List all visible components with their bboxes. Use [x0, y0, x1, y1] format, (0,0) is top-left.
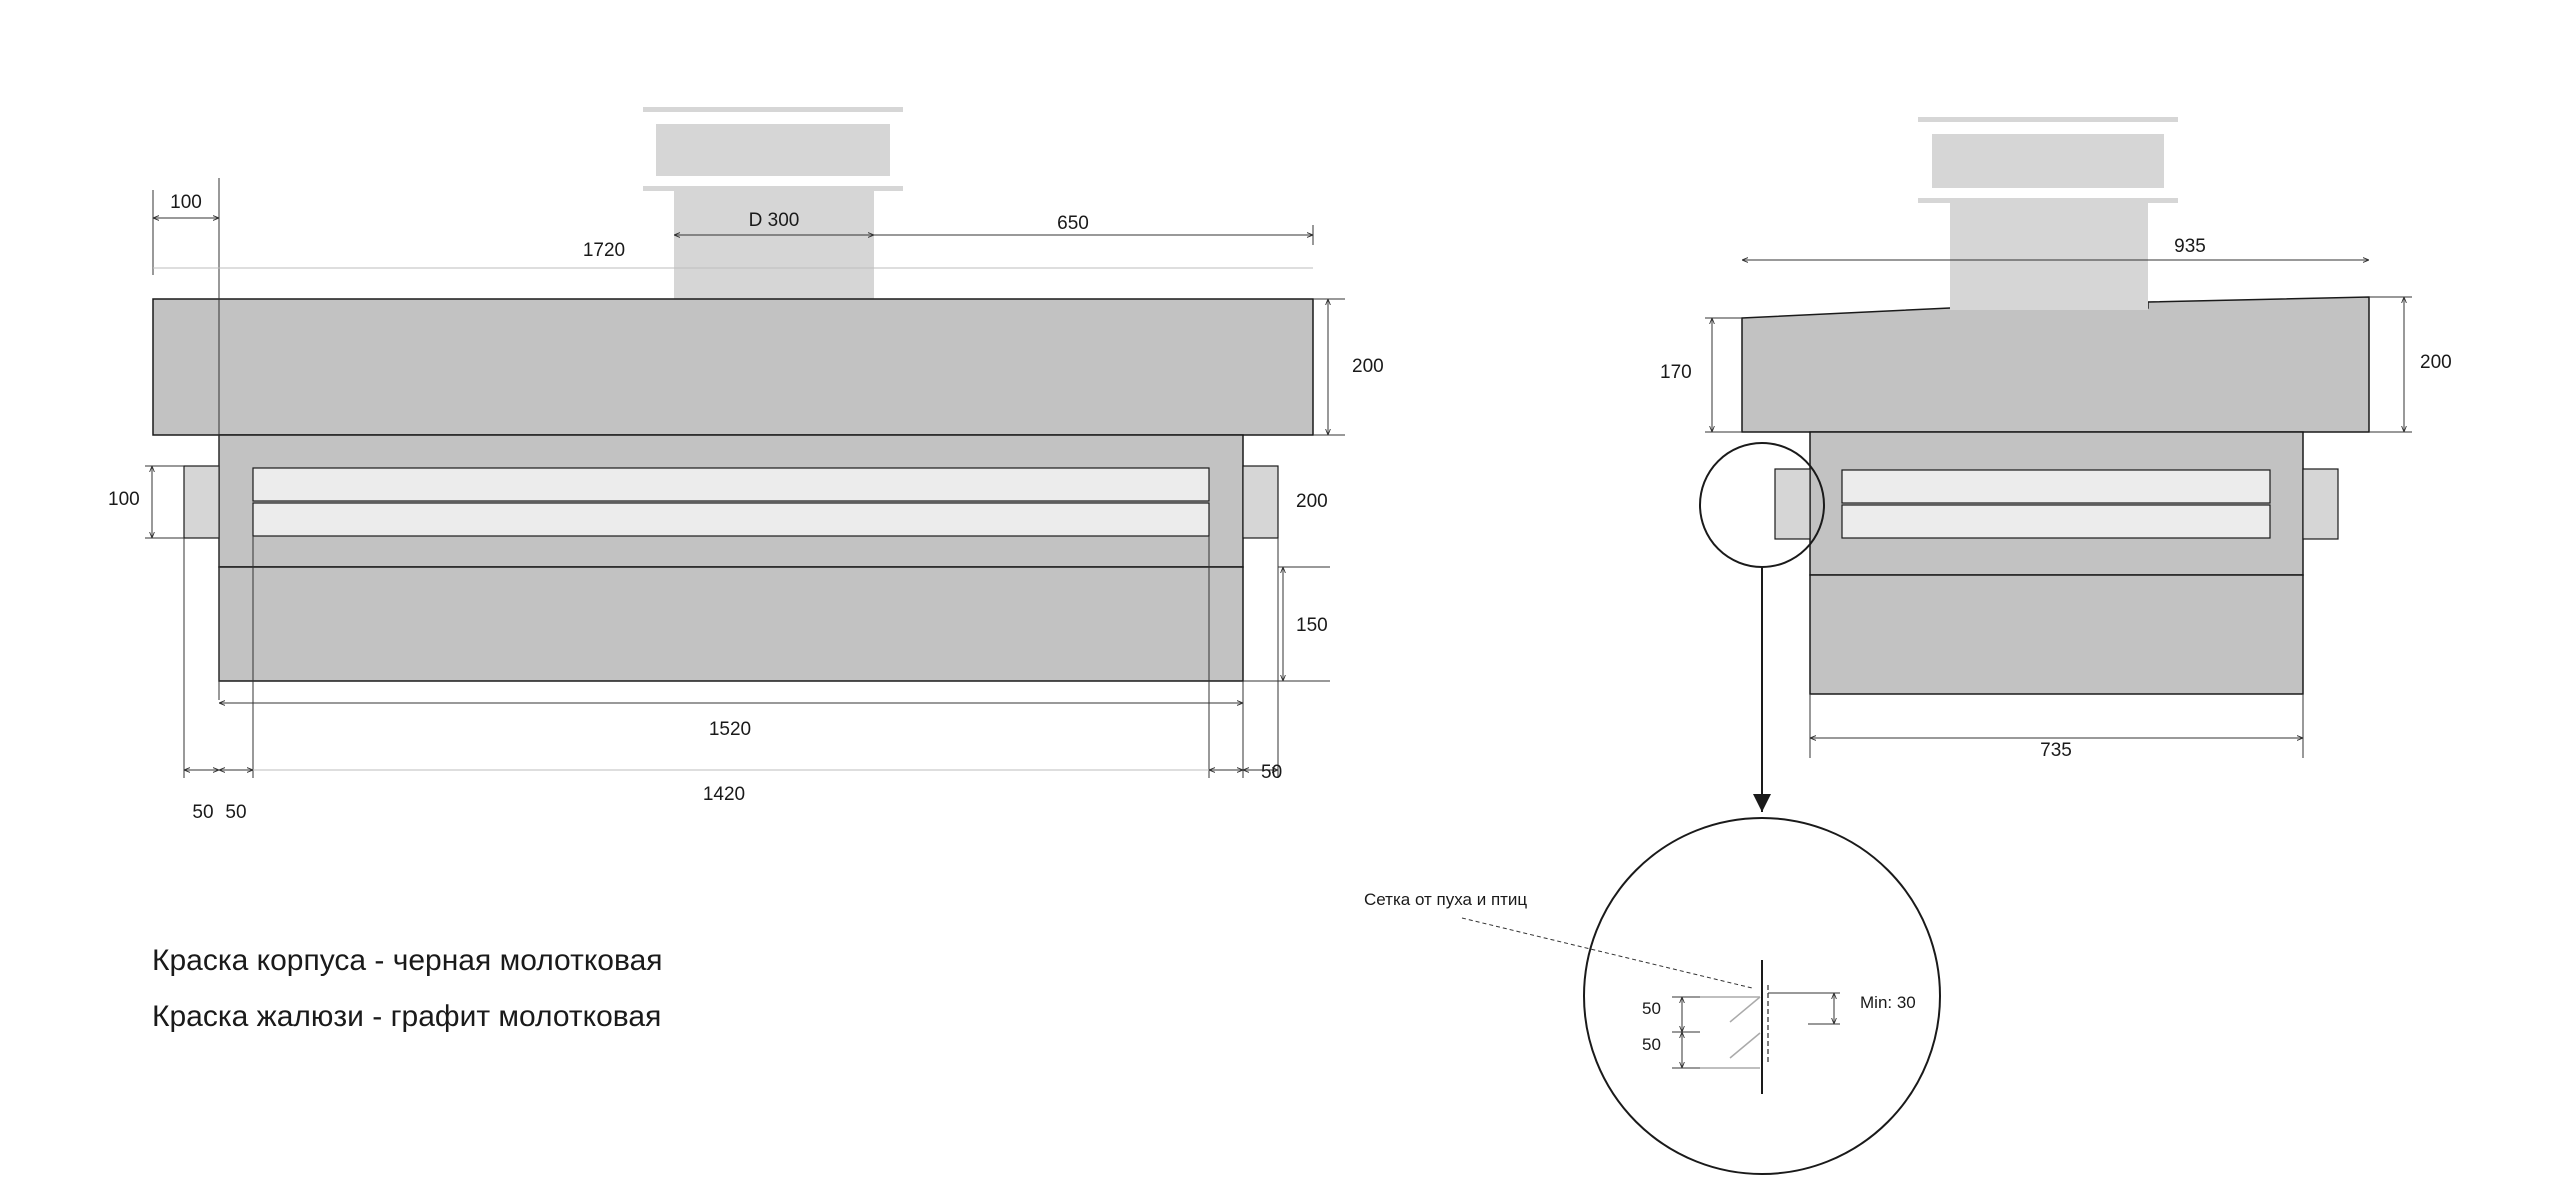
front-louver-slot-bottom — [252, 502, 1210, 537]
detail-louver-blades — [1700, 996, 1761, 1069]
side-view: 935 170 200 735 — [1660, 117, 2452, 812]
side-pipe-cap-line-bottom — [1918, 198, 2178, 203]
dim-side-right-height: 200 — [2420, 352, 2452, 373]
side-louver-slot-bottom — [1841, 504, 2271, 539]
notes: Краска корпуса - черная молотковая Краск… — [152, 944, 663, 1033]
front-louver-slot-top — [252, 467, 1210, 502]
dim-right-span: 650 — [1057, 213, 1089, 234]
front-bottom-box — [218, 566, 1244, 682]
side-bottom-box — [1809, 574, 2304, 695]
side-dimension-lines — [1705, 260, 2412, 758]
dim-bottom-height: 150 — [1296, 615, 1328, 636]
side-pipe-cap-line-top — [1918, 117, 2178, 122]
detail-min-label: Min: 30 — [1860, 993, 1916, 1012]
dim-left-side-height: 100 — [108, 489, 140, 510]
dim-side-bottom-width: 735 — [2040, 740, 2072, 761]
dim-right-margin: 50 — [1261, 762, 1282, 783]
dim-left-margin-b: 50 — [225, 802, 246, 823]
dim-side-top-width: 935 — [2174, 236, 2206, 257]
detail-lower-dim: 50 — [1642, 1035, 1661, 1054]
front-pipe — [643, 107, 903, 299]
side-right-flange — [2302, 468, 2339, 540]
detail-dimension-lines — [1672, 992, 1840, 1069]
side-pipe-shaft — [1950, 203, 2148, 311]
front-left-flange — [183, 465, 220, 539]
front-pipe-cap-line-top — [643, 107, 903, 112]
front-pipe-cap — [656, 124, 890, 176]
dim-top-left-offset: 100 — [170, 192, 202, 213]
dim-main-width: 1520 — [709, 719, 751, 740]
note-louver-paint: Краска жалюзи - графит молотковая — [152, 1000, 661, 1033]
side-top-box — [1741, 296, 2370, 433]
dim-overall-width: 1720 — [583, 240, 625, 261]
detail-upper-dim: 50 — [1642, 999, 1661, 1018]
front-right-flange — [1242, 465, 1279, 539]
front-pipe-cap-line-bottom — [643, 186, 903, 191]
mesh-label: Сетка от пуха и птиц — [1364, 890, 1527, 909]
dim-left-margin-a: 50 — [192, 802, 213, 823]
dim-inner-width: 1420 — [703, 784, 745, 805]
front-dimension-lines — [145, 178, 1345, 778]
detail-circle — [1583, 817, 1941, 1175]
side-pipe-shaft-cover — [1950, 300, 2148, 310]
front-pipe-shaft — [674, 191, 874, 299]
front-view: 100 D 300 650 1720 200 100 200 150 1520 … — [108, 107, 1384, 823]
side-pipe-cap — [1932, 134, 2164, 188]
side-pipe — [1918, 117, 2178, 311]
mesh-leader — [1461, 917, 1753, 989]
note-body-paint: Краска корпуса - черная молотковая — [152, 944, 663, 977]
detail-view: Сетка от пуха и птиц 50 50 Min: 30 — [1364, 817, 1941, 1175]
dim-pipe-diameter: D 300 — [749, 210, 800, 231]
dim-side-left-height: 170 — [1660, 362, 1692, 383]
side-left-flange — [1774, 468, 1811, 540]
dim-top-height: 200 — [1352, 356, 1384, 377]
dim-middle-height: 200 — [1296, 491, 1328, 512]
side-louver-slot-top — [1841, 469, 2271, 504]
front-top-box — [152, 298, 1314, 436]
